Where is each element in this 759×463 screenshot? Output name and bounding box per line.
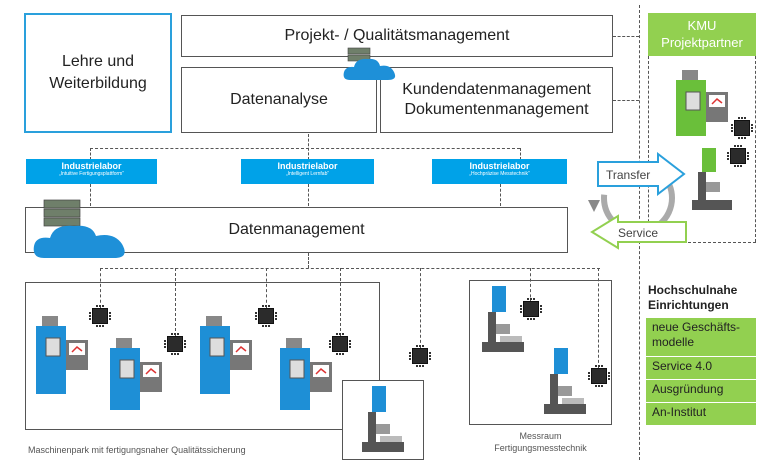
partner-box: KMU Projektpartner	[648, 13, 756, 56]
measurement-tech-label: Fertigungsmesstechnik	[494, 443, 587, 453]
measuring-machine-icon	[482, 286, 524, 352]
connector-line	[308, 184, 309, 206]
cloud-server-icon	[33, 199, 125, 258]
university-item-institute: An-Institut	[646, 403, 756, 425]
service-label: Service	[618, 226, 659, 240]
education-label: Lehre und Weiterbildung	[49, 53, 147, 92]
measuring-machine-icon	[692, 148, 732, 210]
industrial-lab-1: Industrielabor „Intuitive Fertigungsplat…	[26, 159, 157, 184]
data-management-label: Datenmanagement	[228, 221, 365, 238]
lab-title: Industrielabor	[469, 161, 530, 171]
connector-line	[266, 268, 267, 308]
university-title-line2: Einrichtungen	[648, 298, 729, 312]
document-management-label: Dokumentenmanagement	[404, 101, 589, 118]
chip-icon	[164, 333, 186, 355]
university-item-spinoff: Ausgründung	[646, 380, 756, 402]
machine-tool-icon	[676, 70, 728, 136]
data-analysis-label: Datenanalyse	[230, 91, 328, 108]
connector-line	[308, 253, 309, 268]
university-item-business-models: neue Geschäfts-modelle	[646, 318, 756, 356]
industrial-lab-2: Industrielabor „Intelligent Lernfab“	[241, 159, 374, 184]
lab-subtitle: „Intelligent Lernfab“	[285, 171, 330, 177]
measurement-room-caption: Messraum Fertigungsmesstechnik	[469, 430, 612, 454]
connector-line	[308, 134, 309, 160]
lab-subtitle: „Intuitive Fertigungsplattform“	[58, 171, 125, 177]
connector-line	[613, 100, 639, 101]
connector-line	[100, 268, 600, 269]
chip-icon	[588, 365, 610, 387]
lab-title: Industrielabor	[277, 161, 338, 171]
measurement-room-box	[469, 280, 612, 425]
partner-area	[648, 56, 756, 242]
chip-icon	[520, 298, 542, 320]
industrial-lab-3: Industrielabor „Hochpräzise Messtechnik“	[432, 159, 567, 184]
measurement-room-label: Messraum	[519, 431, 562, 441]
partner-line1: KMU	[687, 18, 717, 33]
connector-line	[613, 36, 639, 37]
machine-park-caption: Maschinenpark mit fertigungsnaher Qualit…	[28, 445, 246, 455]
machine-tool-icon	[36, 316, 88, 394]
chip-icon	[329, 333, 351, 355]
machine-tool-icon	[200, 316, 252, 394]
machine-tool-icon	[110, 338, 162, 410]
transfer-label: Transfer	[606, 168, 651, 182]
measuring-machine-icon	[544, 348, 586, 414]
lab-title: Industrielabor	[61, 161, 122, 171]
connector-line	[340, 268, 341, 336]
connector-line	[598, 268, 599, 368]
connector-line	[90, 148, 520, 149]
connector-line	[500, 184, 501, 206]
data-analysis-box: Datenanalyse	[181, 67, 377, 133]
chip-icon	[255, 305, 277, 327]
chip-icon	[409, 345, 431, 367]
university-title-line1: Hochschulnahe	[648, 283, 738, 297]
transfer-arrow	[597, 152, 686, 196]
machine-park-box	[25, 282, 380, 430]
university-item-service: Service 4.0	[646, 357, 756, 379]
connector-line	[520, 148, 521, 160]
connector-line	[175, 268, 176, 336]
customer-data-box: Kundendatenmanagement Dokumentenmanageme…	[380, 67, 613, 133]
chip-icon	[731, 117, 753, 139]
education-box: Lehre und Weiterbildung	[24, 13, 172, 133]
connector-line	[648, 242, 756, 243]
connector-line	[420, 268, 421, 348]
service-arrow	[590, 214, 687, 250]
connector-line	[100, 268, 101, 308]
chip-icon	[89, 305, 111, 327]
cloud-server-icon-top	[343, 47, 396, 80]
university-title: Hochschulnahe Einrichtungen	[648, 283, 758, 313]
project-management-label: Projekt- / Qualitätsmanagement	[284, 27, 510, 44]
measuring-machine-icon	[362, 386, 404, 452]
lab-subtitle: „Hochpräzise Messtechnik“	[469, 171, 530, 177]
connector-line	[90, 184, 91, 206]
partner-line2: Projektpartner	[661, 35, 743, 50]
connector-line	[90, 148, 91, 160]
chip-icon	[727, 145, 749, 167]
machine-tool-icon	[280, 338, 332, 410]
project-management-box: Projekt- / Qualitätsmanagement	[181, 15, 613, 57]
customer-data-label: Kundendatenmanagement	[402, 81, 591, 98]
connector-line	[530, 268, 531, 308]
